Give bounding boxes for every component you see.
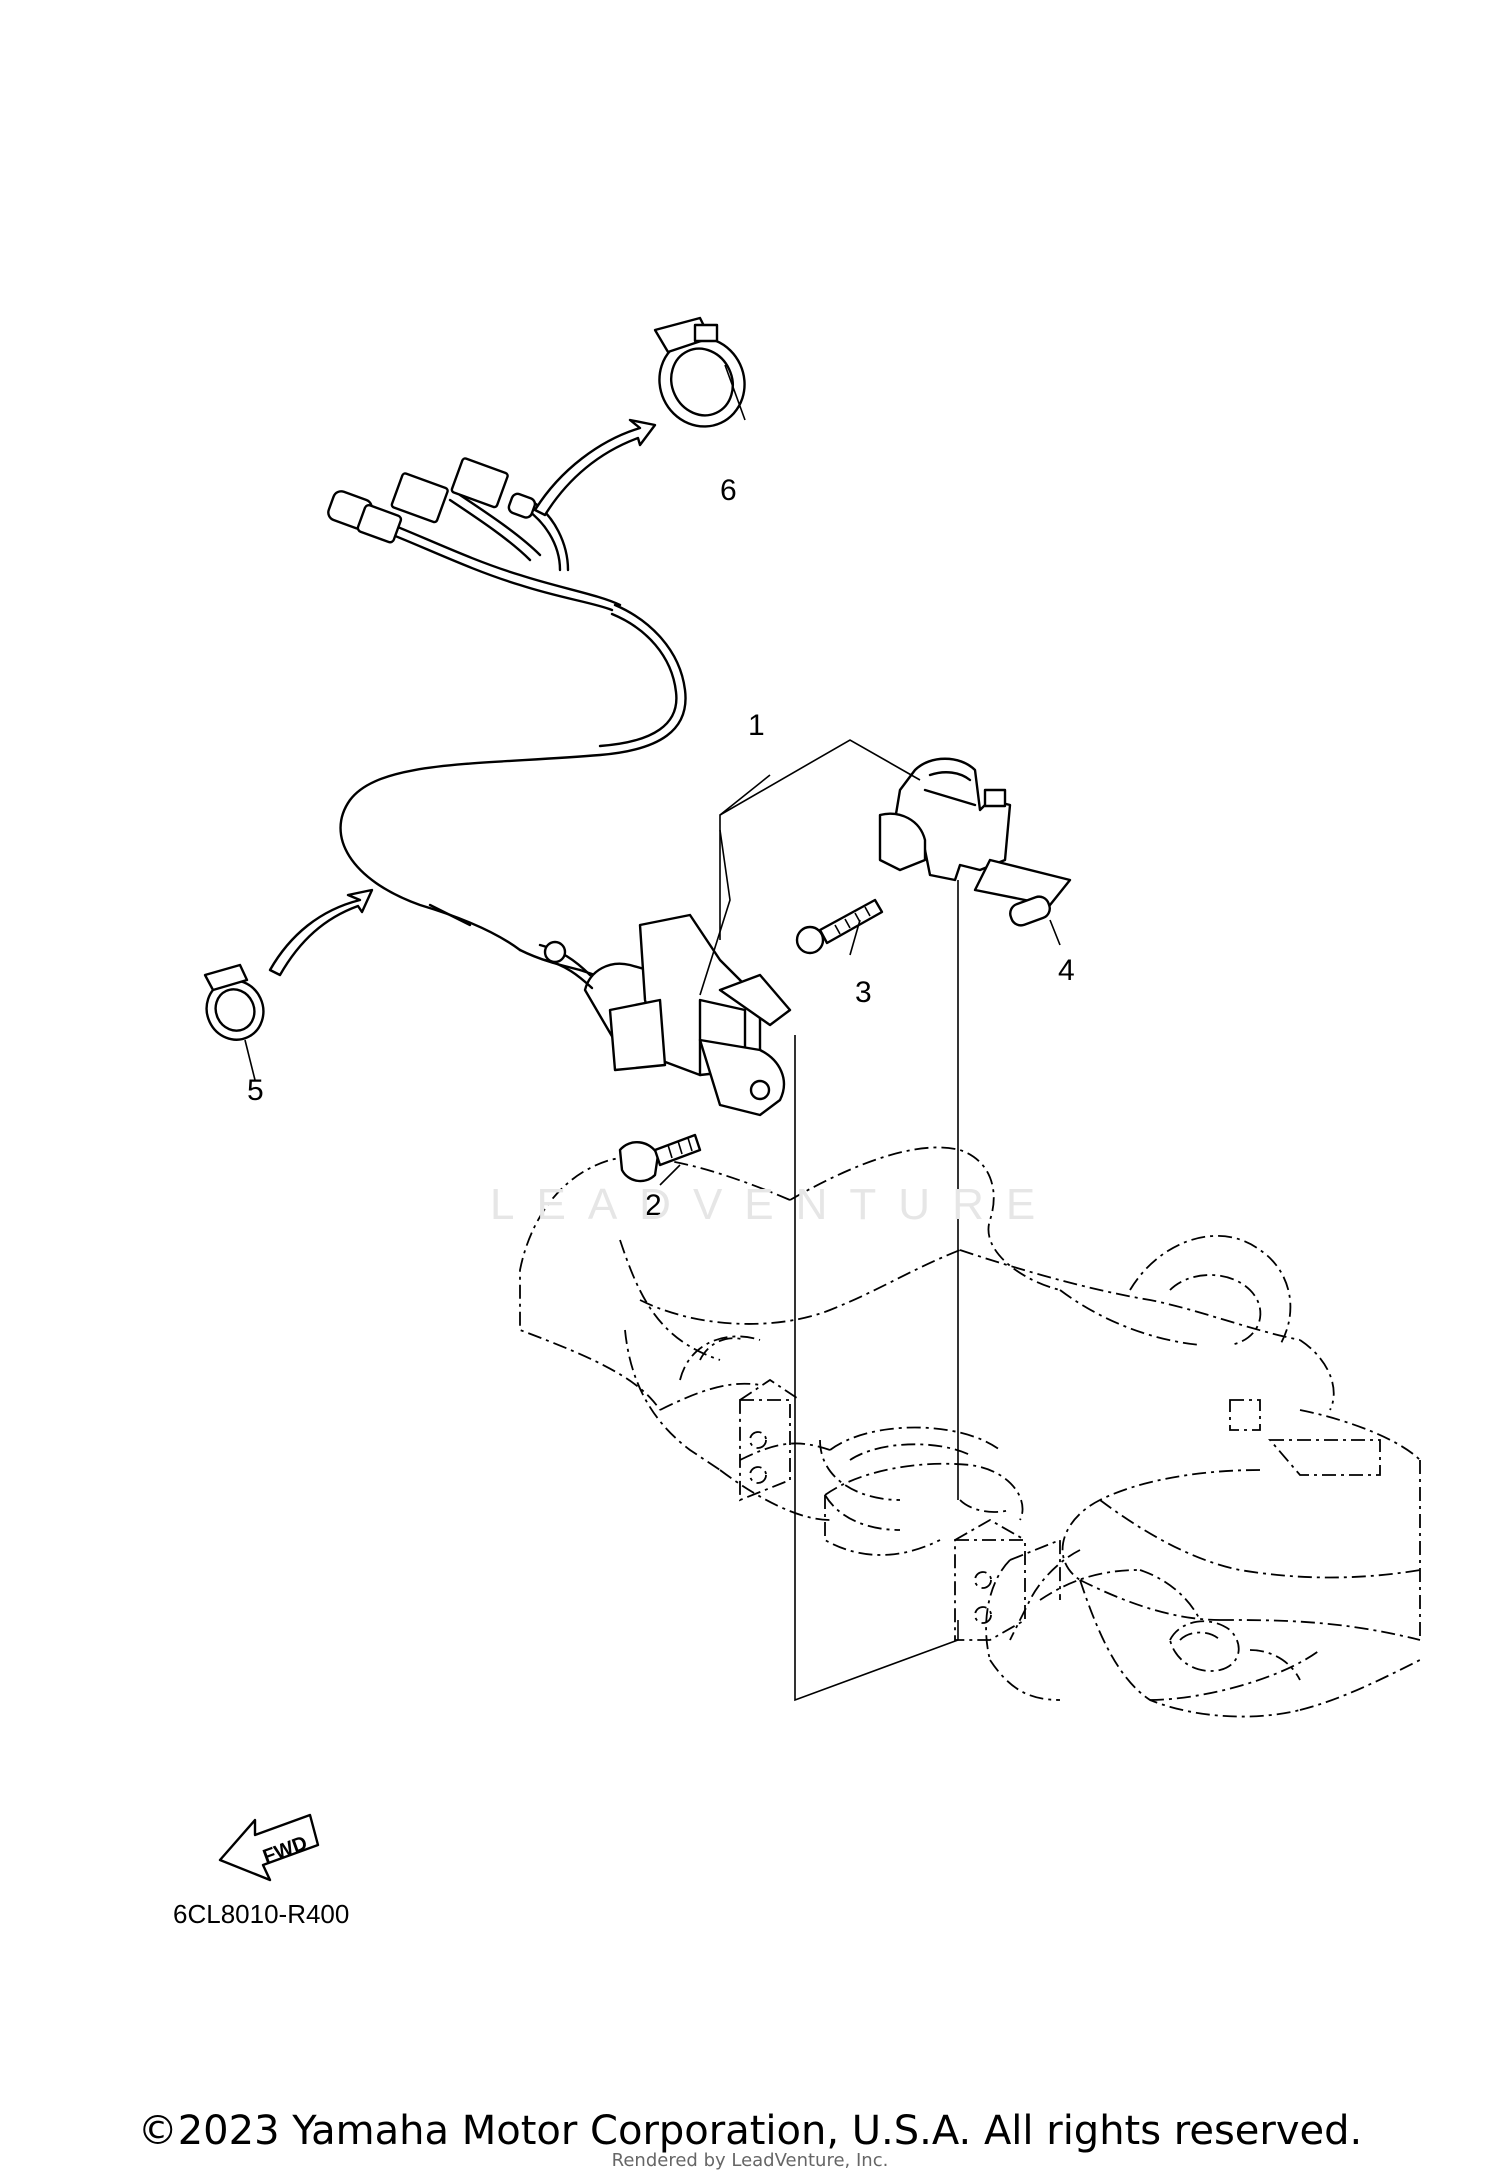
bracket-assembly-outline [519, 1146, 1421, 1718]
holder-plate [973, 858, 1072, 907]
harness-connectors [327, 457, 537, 544]
curved-arrow-5 [268, 888, 374, 977]
watermark: LEADVENTURE [490, 1180, 1058, 1229]
screw-3 [795, 898, 884, 955]
clamp-band-6 [653, 316, 746, 428]
diagram-code: 6CL8010-R400 [173, 1899, 349, 1929]
callout-2: 2 [645, 1189, 662, 1222]
pin-4 [1009, 895, 1051, 927]
callout-6: 6 [720, 474, 737, 507]
bolt-2 [618, 1133, 702, 1183]
fwd-arrow-icon: FWD [218, 1813, 320, 1882]
sensor-body [538, 913, 792, 1117]
rendered-by-text: Rendered by LeadVenture, Inc. [611, 2150, 889, 2171]
callout-3: 3 [855, 976, 872, 1009]
callout-leaders [244, 364, 1061, 1186]
copyright-text: ©2023 Yamaha Motor Corporation, U.S.A. A… [137, 2108, 1363, 2154]
callout-5: 5 [247, 1074, 264, 1107]
callout-4: 4 [1058, 954, 1075, 987]
callout-1: 1 [748, 709, 765, 742]
assembly-lines [699, 829, 959, 1702]
sensor-head [878, 757, 1012, 882]
clamp-band-5 [203, 963, 265, 1041]
curved-arrow-6 [533, 418, 657, 517]
